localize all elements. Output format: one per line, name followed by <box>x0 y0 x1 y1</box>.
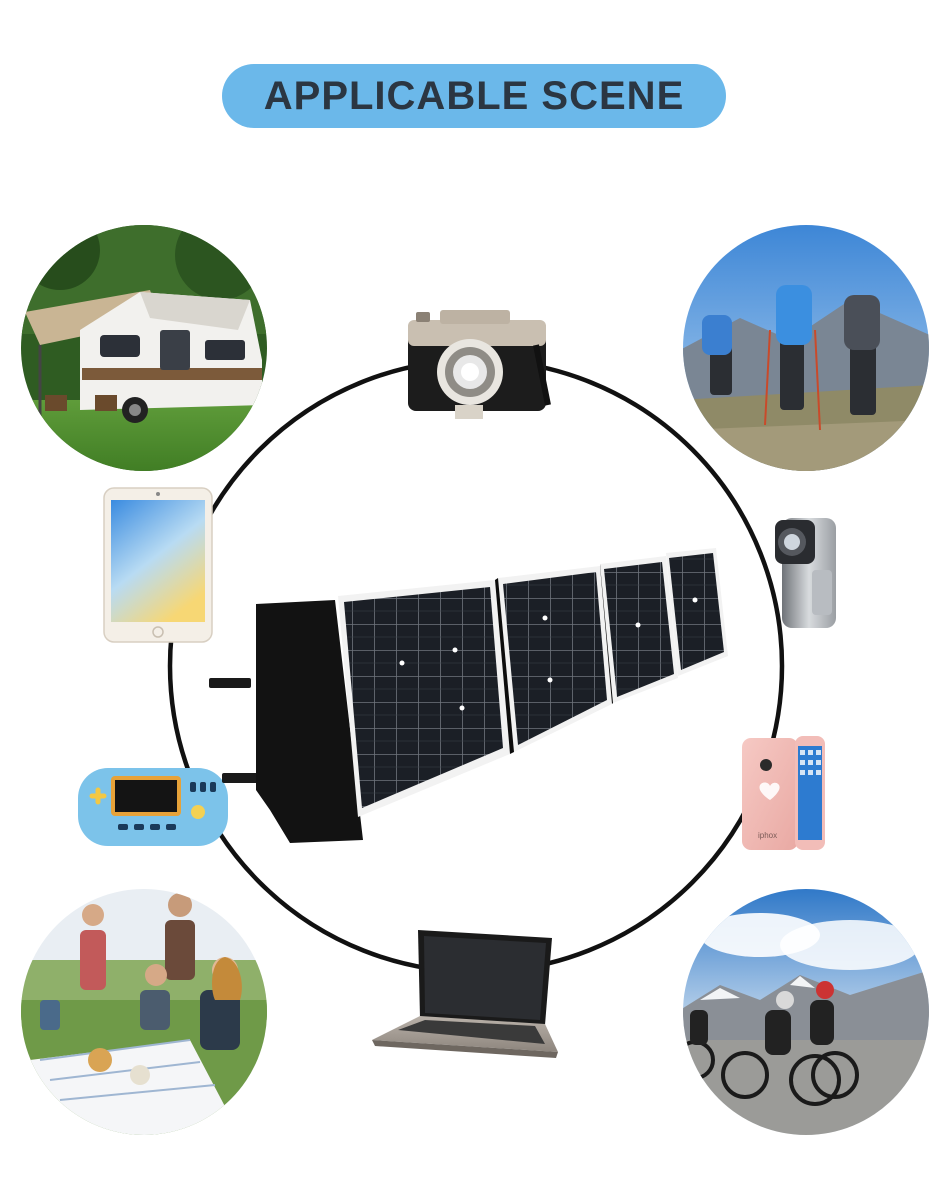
picnic-photo <box>21 889 267 1135</box>
rv-camper-photo <box>21 225 267 471</box>
tablet-icon <box>103 487 213 643</box>
cyclists-photo <box>683 889 929 1135</box>
hikers-photo <box>683 225 929 471</box>
phone-brand-text: iphox <box>758 831 777 840</box>
title-banner: APPLICABLE SCENE <box>222 64 726 128</box>
smartphone-icon: iphox <box>742 736 825 850</box>
page-title: APPLICABLE SCENE <box>263 73 685 118</box>
solar-panel-illustration <box>209 548 728 843</box>
camera-icon <box>408 310 551 419</box>
camcorder-icon <box>775 518 836 628</box>
game-console-icon <box>78 768 228 846</box>
laptop-icon <box>372 930 558 1058</box>
